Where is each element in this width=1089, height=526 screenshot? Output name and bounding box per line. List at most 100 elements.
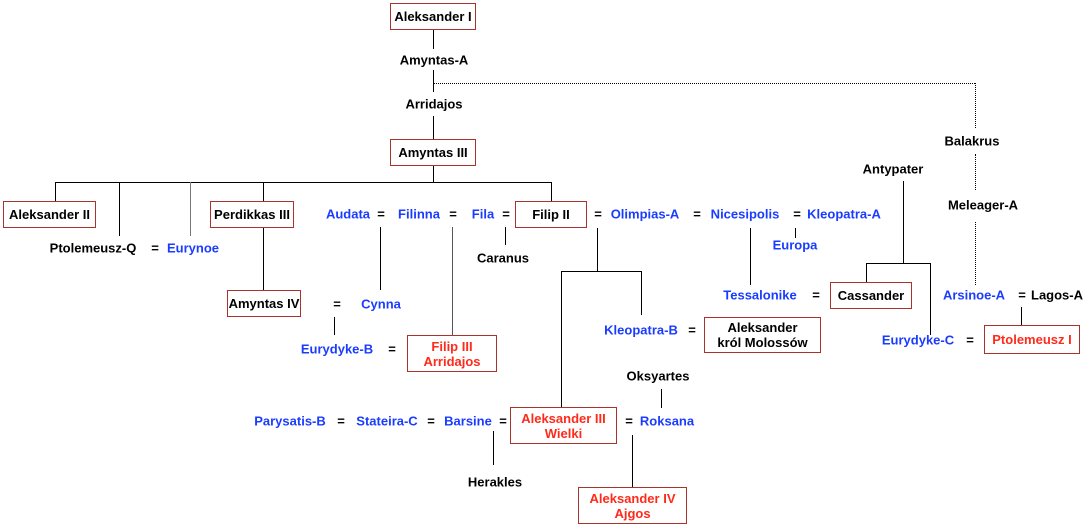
line — [493, 431, 494, 465]
name: Aleksander — [727, 320, 798, 335]
line — [433, 116, 434, 139]
marriage-sign: = — [594, 206, 602, 222]
marriage-sign: = — [333, 296, 341, 312]
person-amyntas-3[interactable]: Amyntas III — [390, 139, 476, 166]
person-eurydyke-c[interactable]: Eurydyke-C — [881, 332, 955, 348]
line — [750, 228, 751, 285]
person-roksana[interactable]: Roksana — [639, 413, 695, 429]
marriage-sign: = — [388, 341, 396, 357]
person-balakrus[interactable]: Balakrus — [944, 133, 1000, 149]
line — [866, 263, 867, 283]
line — [433, 70, 434, 92]
person-cynna[interactable]: Cynna — [361, 296, 401, 312]
line — [433, 165, 434, 182]
name: król Molossów — [717, 335, 808, 350]
person-caranus[interactable]: Caranus — [476, 250, 530, 266]
person-antypater[interactable]: Antypater — [862, 161, 924, 177]
person-amyntas-a[interactable]: Amyntas-A — [399, 52, 469, 68]
marriage-sign: = — [693, 206, 701, 222]
marriage-sign: = — [688, 322, 696, 338]
person-perdikkas-3[interactable]: Perdikkas III — [210, 201, 294, 228]
line — [334, 317, 335, 335]
name: Ptolemeusz I — [992, 332, 1072, 347]
line — [190, 182, 191, 236]
person-oksyartes[interactable]: Oksyartes — [626, 368, 690, 384]
dotted-line — [975, 83, 976, 128]
line — [632, 435, 633, 487]
name: Amyntas IV — [228, 296, 300, 311]
name: Aleksander I — [394, 9, 472, 24]
marriage-sign: = — [812, 287, 820, 303]
marriage-sign: = — [337, 413, 345, 429]
line — [930, 263, 931, 335]
line — [119, 182, 120, 236]
person-tessalonike[interactable]: Tessalonike — [723, 287, 797, 303]
person-barsine[interactable]: Barsine — [444, 413, 492, 429]
line — [866, 263, 931, 264]
person-audata[interactable]: Audata — [325, 206, 371, 222]
marriage-sign: = — [449, 206, 457, 222]
person-kleopatra-b[interactable]: Kleopatra-B — [604, 322, 678, 338]
name: Cassander — [837, 288, 905, 303]
person-fila[interactable]: Fila — [471, 206, 495, 222]
line — [641, 271, 642, 315]
line — [55, 182, 56, 201]
line — [263, 182, 264, 201]
person-arsinoe-a[interactable]: Arsinoe-A — [942, 287, 1006, 303]
name: Filip III — [431, 338, 473, 354]
line — [903, 181, 904, 263]
person-ptolemeusz-q[interactable]: Ptolemeusz-Q — [49, 240, 137, 256]
line — [263, 227, 264, 290]
line — [551, 182, 552, 201]
person-filip-2[interactable]: Filip II — [515, 201, 587, 228]
line — [452, 227, 453, 335]
person-herakles[interactable]: Herakles — [467, 474, 523, 490]
name: Ajgos — [614, 505, 651, 521]
person-aleksander-2[interactable]: Aleksander II — [3, 201, 96, 228]
line — [561, 271, 562, 407]
person-arridajos[interactable]: Arridajos — [405, 96, 463, 112]
person-nicesipolis[interactable]: Nicesipolis — [710, 206, 780, 222]
marriage-sign: = — [625, 413, 633, 429]
line — [597, 228, 598, 271]
name: Filip II — [532, 207, 570, 222]
name: Aleksander III — [521, 410, 606, 426]
name: Perdikkas III — [214, 207, 290, 222]
line — [505, 227, 506, 245]
line — [561, 271, 642, 272]
line — [661, 389, 662, 408]
dotted-line — [975, 222, 976, 285]
person-cassander[interactable]: Cassander — [830, 282, 912, 309]
line — [795, 228, 796, 238]
marriage-sign: = — [793, 206, 801, 222]
line — [1021, 307, 1022, 325]
name: Arridajos — [423, 353, 481, 369]
person-lagos-a[interactable]: Lagos-A — [1031, 287, 1083, 303]
marriage-sign: = — [377, 206, 385, 222]
person-parysatis-b[interactable]: Parysatis-B — [254, 413, 326, 429]
person-meleager-a[interactable]: Meleager-A — [947, 197, 1019, 213]
person-eurynoe[interactable]: Eurynoe — [166, 240, 220, 256]
marriage-sign: = — [502, 206, 510, 222]
dotted-line — [975, 154, 976, 190]
person-europa[interactable]: Europa — [772, 237, 818, 253]
marriage-sign: = — [966, 332, 974, 348]
person-aleksander-1[interactable]: Aleksander I — [390, 3, 476, 30]
person-olimpias-a[interactable]: Olimpias-A — [610, 206, 680, 222]
person-filinna[interactable]: Filinna — [398, 206, 440, 222]
person-eurydyke-b[interactable]: Eurydyke-B — [300, 341, 374, 357]
line — [55, 182, 552, 183]
name: Aleksander IV — [589, 490, 676, 506]
name: Aleksander II — [9, 207, 90, 222]
person-kleopatra-a[interactable]: Kleopatra-A — [807, 206, 881, 222]
marriage-sign: = — [427, 413, 435, 429]
person-amyntas-4[interactable]: Amyntas IV — [227, 290, 301, 317]
name: Wielki — [544, 425, 583, 441]
person-ptolemeusz-1[interactable]: Ptolemeusz I — [984, 325, 1080, 354]
person-stateira-c[interactable]: Stateira-C — [356, 413, 418, 429]
